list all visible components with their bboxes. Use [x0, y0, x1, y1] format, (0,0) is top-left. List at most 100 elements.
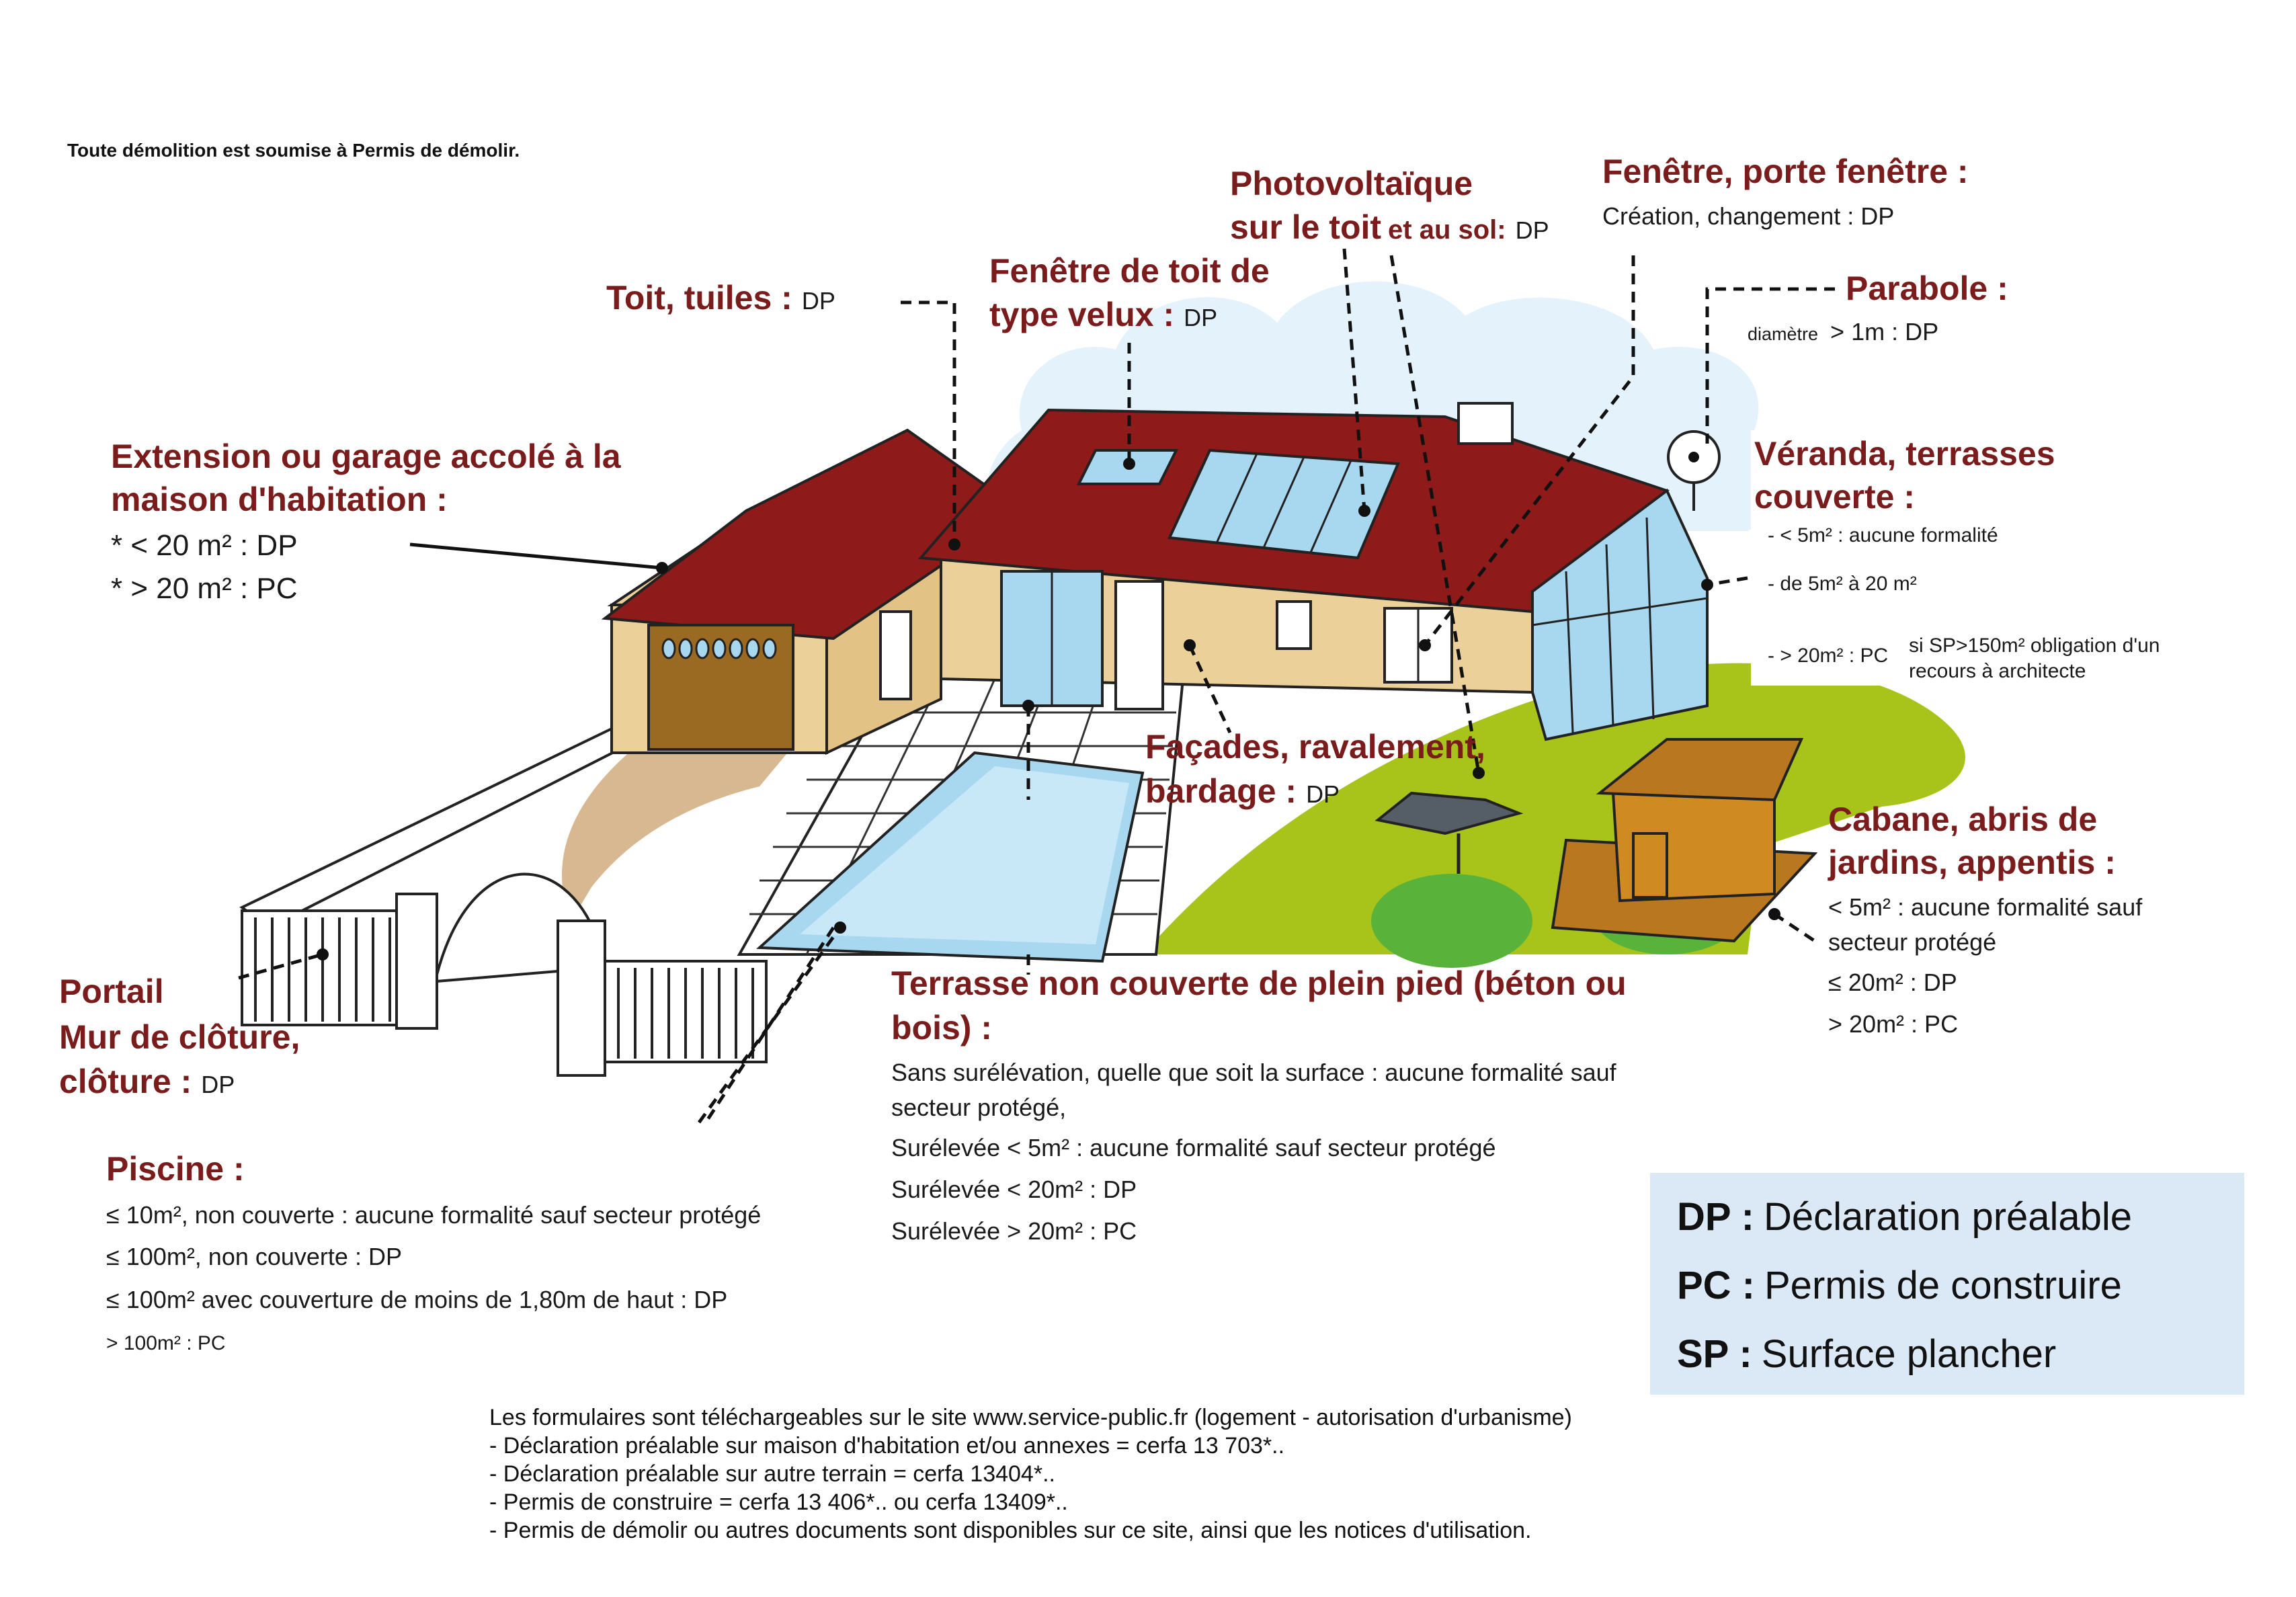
label-row: ≤ 100m², non couverte : DP — [106, 1243, 402, 1270]
bush — [1371, 874, 1532, 968]
label-value: DP — [1516, 216, 1549, 244]
solar-panel-ground — [1375, 791, 1524, 835]
label-row: * < 20 m² : DP — [111, 529, 298, 562]
footer-notes: Les formulaires sont téléchargeables sur… — [489, 1405, 1572, 1543]
legend-abbr: SP : — [1677, 1332, 1752, 1376]
label-value: > 1m : DP — [1830, 318, 1938, 345]
legend-abbr: DP : — [1677, 1195, 1754, 1239]
front-door — [1114, 580, 1164, 710]
label-toit: Toit, tuiles : DP — [606, 279, 835, 317]
label-terrasse: Terrasse non couverte de plein pied (bét… — [891, 965, 1627, 1245]
label-row: Surélevée < 20m² : DP — [891, 1176, 1137, 1203]
pool-water — [800, 766, 1129, 944]
label-title: Cabane, abris de — [1828, 801, 2097, 838]
label-row: > 100m² : PC — [106, 1332, 226, 1354]
footer-line: - Déclaration préalable sur maison d'hab… — [489, 1433, 1284, 1459]
house-illustration — [239, 281, 1965, 1077]
header-note: Toute démolition est soumise à Permis de… — [67, 140, 520, 161]
footer-line: - Permis de construire = cerfa 13 406*..… — [489, 1489, 1068, 1515]
solar-panel-lines — [1215, 453, 1352, 553]
label-title: sur le toit — [1230, 208, 1381, 246]
label-title: Photovoltaïque — [1230, 165, 1473, 202]
gate-pillar — [557, 919, 606, 1077]
legend-text: Permis de construire — [1764, 1264, 2122, 1307]
label-row: - > 20m² : PC — [1768, 645, 1888, 667]
garage-side-door — [879, 610, 912, 700]
garage-roof — [601, 428, 1024, 641]
label-title: Mur de clôture, — [59, 1018, 300, 1056]
label-row: - < 5m² : aucune formalité — [1768, 524, 1998, 546]
label-facades: Façades, ravalement, bardage : DP — [1145, 728, 1485, 810]
veranda-text-backdrop — [1751, 430, 2127, 686]
label-title: Toit, tuiles : — [606, 279, 792, 317]
label-value: DP — [1184, 304, 1217, 331]
legend-text: Surface plancher — [1762, 1332, 2056, 1376]
chimney — [1457, 402, 1514, 445]
label-value: DP — [1306, 780, 1340, 808]
label-row: Sans surélévation, quelle que soit la su… — [891, 1059, 1617, 1086]
label-row: ≤ 10m², non couverte : aucune formalité … — [106, 1201, 761, 1229]
label-value: DP — [802, 287, 835, 315]
label-title: clôture : — [59, 1063, 192, 1100]
label-title: jardins, appentis : — [1828, 844, 2116, 881]
label-piscine: Piscine : ≤ 10m², non couverte : aucune … — [106, 1150, 761, 1354]
label-veranda: Véranda, terrasses couverte : - < 5m² : … — [1751, 430, 2160, 686]
footer-line: - Permis de démolir ou autres documents … — [489, 1518, 1532, 1543]
legend-item: DP :Déclaration préalable — [1677, 1195, 2132, 1239]
shed-door — [1632, 832, 1668, 899]
garage-door-windows — [661, 638, 777, 659]
satellite-dish-center — [1688, 452, 1699, 462]
label-row: * > 20 m² : PC — [111, 572, 298, 605]
label-title: couverte : — [1754, 478, 1915, 516]
label-row: > 20m² : PC — [1828, 1010, 1958, 1038]
label-value: Création, changement : DP — [1602, 202, 1894, 230]
label-title: Parabole : — [1846, 270, 2008, 307]
label-row: secteur protégé — [1828, 928, 1996, 956]
label-value: DP — [201, 1071, 235, 1098]
label-title: Fenêtre de toit de — [989, 252, 1270, 290]
fence-slats — [254, 917, 391, 1022]
label-row: Surélevée < 5m² : aucune formalité sauf … — [891, 1134, 1496, 1161]
gate-pillar — [395, 893, 438, 1030]
label-cabane: Cabane, abris de jardins, appentis : < 5… — [1828, 801, 2143, 1038]
label-title: Piscine : — [106, 1150, 245, 1188]
label-row: secteur protégé, — [891, 1094, 1066, 1121]
label-title: Portail — [59, 973, 164, 1010]
leader-lines — [238, 248, 1835, 1124]
legend-item: SP :Surface plancher — [1677, 1332, 2056, 1376]
shed-roof — [1596, 738, 1804, 802]
label-title: Véranda, terrasses — [1754, 435, 2055, 473]
driveway — [561, 739, 793, 921]
footer-line: Les formulaires sont téléchargeables sur… — [489, 1405, 1572, 1430]
label-velux: Fenêtre de toit de type velux : DP — [989, 252, 1270, 333]
svg-text:diamètre> 1m : DP: diamètre > 1m : DP — [1748, 318, 1938, 345]
label-title: bois) : — [891, 1009, 992, 1047]
label-title: Fenêtre, porte fenêtre : — [1602, 153, 1969, 190]
lawn — [1143, 663, 1965, 954]
label-title: type velux : — [989, 296, 1174, 333]
label-title: et au sol: — [1388, 215, 1506, 245]
label-title: Extension ou garage accolé à la — [111, 438, 622, 475]
label-row: - de 5m² à 20 m² — [1768, 573, 1917, 595]
label-parabole: Parabole : diamètre > 1m : DP — [1748, 270, 2008, 345]
label-title: bardage : — [1145, 772, 1297, 810]
legend-abbr: PC : — [1677, 1264, 1755, 1307]
label-prefix: diamètre — [1748, 324, 1818, 344]
label-row: < 5m² : aucune formalité sauf — [1828, 893, 2143, 921]
svg-text:bardage :DP: bardage : DP — [1145, 772, 1340, 810]
svg-text:Toit, tuiles :DP: Toit, tuiles : DP — [606, 279, 835, 317]
footer-line: - Déclaration préalable sur autre terrai… — [489, 1461, 1055, 1487]
gate-bars — [617, 968, 754, 1059]
label-note: si SP>150m² obligation d'un — [1909, 634, 2160, 657]
label-title: Façades, ravalement, — [1145, 728, 1485, 766]
svg-text:clôture :DP: clôture : DP — [59, 1063, 235, 1100]
legend-text: Déclaration préalable — [1764, 1195, 2132, 1239]
fence-panel — [241, 909, 398, 1026]
label-row: ≤ 20m² : DP — [1828, 969, 1957, 996]
label-note: recours à architecte — [1909, 660, 2086, 682]
label-title: maison d'habitation : — [111, 481, 448, 518]
house-window — [1276, 600, 1312, 650]
